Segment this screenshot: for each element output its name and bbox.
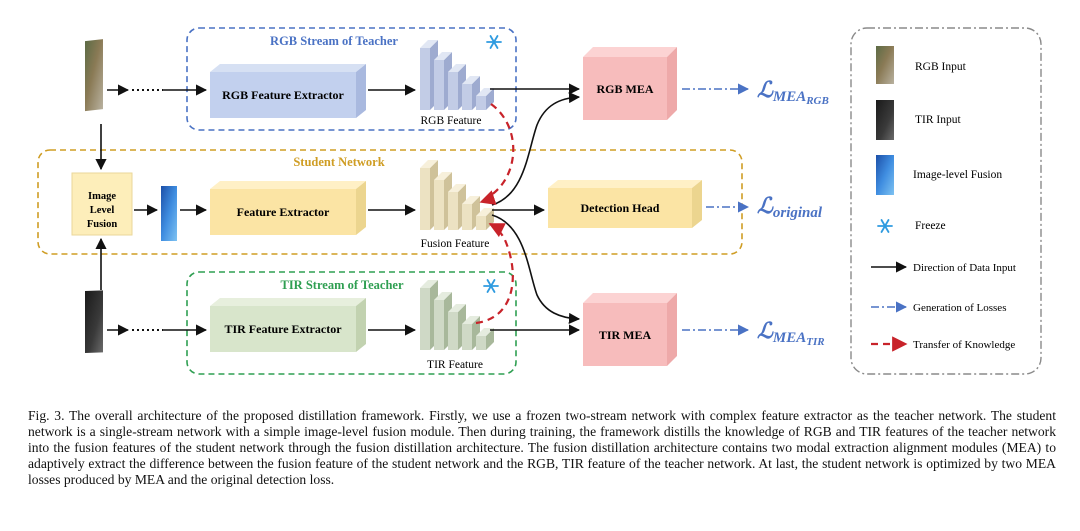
pyramid-slab	[434, 180, 444, 230]
pyramid-slab	[486, 208, 494, 230]
image-level-fusion-block	[71, 172, 133, 236]
tir-mea-block: TIR MEA	[583, 293, 677, 366]
legend-knowledge: Transfer of Knowledge	[913, 339, 1015, 351]
pyramid-slab	[476, 336, 486, 350]
pyramid-slab	[476, 96, 486, 110]
fusion-output-image	[161, 186, 177, 241]
student-title: Student Network	[293, 155, 384, 169]
pyramid-slab	[420, 168, 430, 230]
pyramid-slab	[448, 312, 458, 350]
legend-fusion: Image-level Fusion	[913, 169, 1002, 181]
tir-teacher-title: TIR Stream of Teacher	[280, 278, 403, 292]
pyramid-slab	[434, 292, 452, 300]
tir-feature-label: TIR Feature	[427, 359, 483, 371]
legend-tir-swatch	[876, 100, 894, 140]
legend-freeze: Freeze	[915, 220, 946, 232]
pyramid-slab	[448, 72, 458, 110]
loss-mea-tir: ℒMEATIR	[757, 318, 825, 348]
pyramid-slab	[462, 324, 472, 350]
fusion-label-line3: Fusion	[87, 219, 118, 230]
pyramid-slab	[476, 216, 486, 230]
pyramid-slab	[448, 192, 458, 230]
rgb-feature-extractor-block: RGB Feature Extractor	[210, 64, 366, 118]
pyramid-slab	[486, 328, 494, 350]
data-flow-arrows	[95, 83, 581, 336]
legend-rgb-swatch	[876, 46, 894, 84]
legend-box	[850, 27, 1042, 375]
knowledge-transfer-arrows	[475, 103, 515, 325]
snowflake-icon	[483, 279, 499, 293]
pyramid-slab	[448, 304, 466, 312]
detection-head-block: Detection Head	[548, 180, 702, 228]
snowflake-icon	[877, 219, 893, 233]
rgb-input-image	[85, 39, 103, 112]
legend-rgb-input: RGB Input	[915, 61, 967, 73]
architecture-diagram: RGB Stream of Teacher Student Network TI…	[37, 27, 1042, 375]
pyramid-slab	[462, 196, 480, 204]
feature-extractor-block: Feature Extractor	[210, 181, 366, 235]
tir-input-image	[85, 290, 103, 354]
pyramid-slab	[448, 64, 466, 72]
fusion-feature-pyramid	[420, 160, 494, 230]
rgb-feature-label: RGB Feature	[420, 115, 481, 127]
loss-mea-rgb: ℒMEARGB	[757, 77, 829, 107]
pyramid-slab	[434, 52, 452, 60]
tir-feature-extractor-block: TIR Feature Extractor	[210, 298, 366, 352]
rgb-teacher-group	[186, 27, 517, 131]
pyramid-slab	[462, 204, 472, 230]
legend-fusion-swatch	[876, 155, 894, 195]
pyramid-slab	[462, 84, 472, 110]
figure-caption: Fig. 3. The overall architecture of the …	[28, 408, 1056, 487]
pyramid-slab	[420, 160, 438, 168]
legend-data-input: Direction of Data Input	[913, 262, 1016, 274]
pyramid-slab	[462, 76, 480, 84]
fusion-feature-label: Fusion Feature	[421, 238, 490, 250]
pyramid-slab	[448, 184, 466, 192]
loss-arrows	[682, 83, 750, 336]
svg-text:RGB MEA: RGB MEA	[597, 82, 654, 96]
legend-losses: Generation of Losses	[913, 302, 1006, 314]
pyramid-slab	[476, 88, 494, 96]
pyramid-slab	[486, 88, 494, 110]
svg-text:TIR MEA: TIR MEA	[599, 328, 652, 342]
svg-text:Feature Extractor: Feature Extractor	[237, 205, 330, 219]
pyramid-slab	[476, 328, 494, 336]
loss-original: ℒoriginal	[757, 193, 823, 221]
pyramid-slab	[476, 208, 494, 216]
pyramid-slab	[420, 288, 430, 350]
pyramid-slab	[420, 280, 438, 288]
svg-text:Detection Head: Detection Head	[581, 201, 660, 215]
student-group	[37, 149, 743, 255]
pyramid-slab	[420, 40, 438, 48]
pyramid-slab	[434, 172, 452, 180]
tir-teacher-group	[186, 271, 517, 375]
pyramid-slab	[462, 316, 480, 324]
svg-text:TIR Feature Extractor: TIR Feature Extractor	[224, 322, 342, 336]
tir-feature-pyramid	[420, 280, 494, 350]
pyramid-slab	[434, 60, 444, 110]
svg-text:RGB Feature Extractor: RGB Feature Extractor	[222, 88, 344, 102]
pyramid-slab	[434, 300, 444, 350]
rgb-teacher-title: RGB Stream of Teacher	[270, 34, 398, 48]
pyramid-slab	[420, 48, 430, 110]
rgb-feature-pyramid	[420, 40, 494, 110]
snowflake-icon	[486, 35, 502, 49]
rgb-mea-block: RGB MEA	[583, 47, 677, 120]
legend-tir-input: TIR Input	[915, 114, 961, 126]
fusion-label-line2: Level	[90, 205, 115, 216]
fusion-label-line1: Image	[88, 191, 116, 202]
